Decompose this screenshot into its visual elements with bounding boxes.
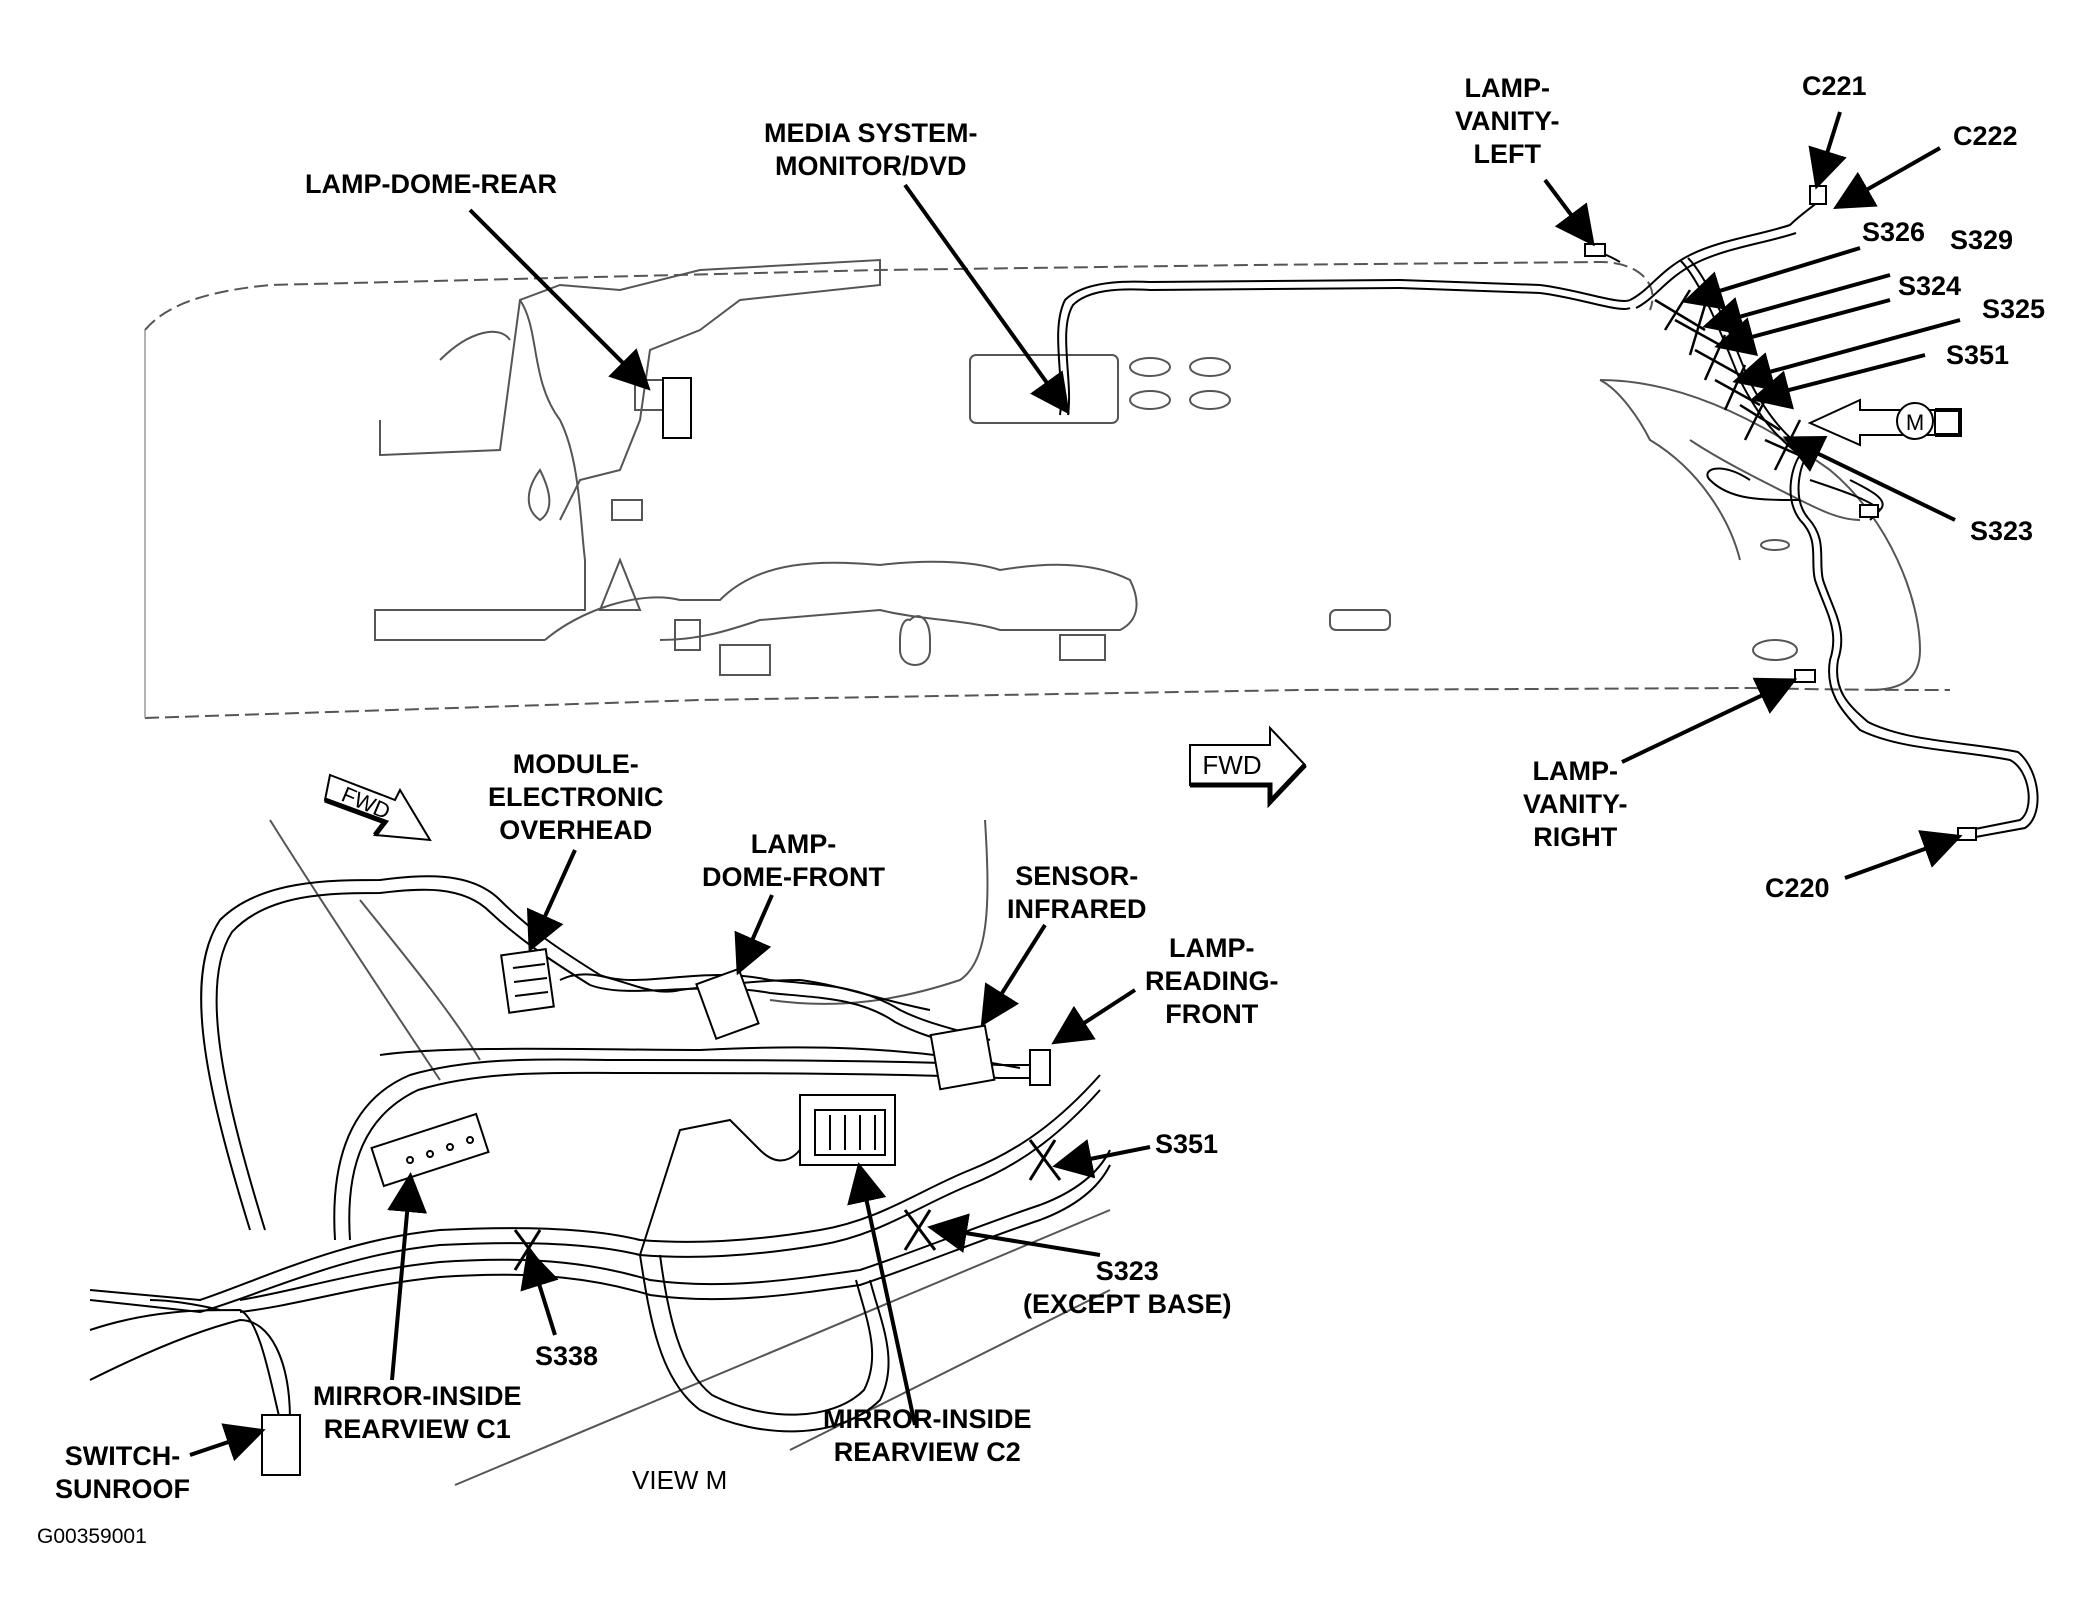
label-s324: S324 [1898, 271, 1962, 301]
top-harness [1057, 199, 2039, 839]
label-s338: S338 [535, 1341, 599, 1371]
label-switch-sunroof: SWITCH- SUNROOF [55, 1441, 190, 1504]
label-s323-except-base: S323 (EXCEPT BASE) [1023, 1256, 1232, 1319]
label-c221: C221 [1802, 71, 1867, 101]
label-lamp-dome-rear: LAMP-DOME-REAR [305, 169, 557, 199]
top-connectors [662, 185, 1977, 841]
label-s329: S329 [1950, 225, 2014, 255]
label-lamp-reading-front: LAMP- READING- FRONT [1145, 933, 1279, 1029]
fwd-label-top: FWD [1202, 750, 1261, 780]
headliner-outline [144, 260, 1951, 719]
label-mirror-inside-rearview-c1: MIRROR-INSIDE REARVIEW C1 [313, 1381, 522, 1444]
label-s351-view: S351 [1155, 1129, 1219, 1159]
view-marker-text: M [1906, 410, 1924, 435]
label-sensor-infrared: SENSOR- INFRARED [1007, 861, 1147, 924]
headliner-frame [374, 258, 1861, 676]
view-m-arrow [1807, 398, 1962, 447]
label-c222: C222 [1953, 121, 2018, 151]
label-lamp-vanity-right: LAMP- VANITY- RIGHT [1523, 756, 1628, 852]
view-m-harness [89, 875, 1111, 1433]
label-lamp-dome-front: LAMP- DOME-FRONT [702, 829, 885, 892]
label-s351-top: S351 [1946, 340, 2010, 370]
label-s325: S325 [1982, 294, 2046, 324]
leader-arrows [189, 111, 1963, 1462]
label-c220: C220 [1765, 873, 1830, 903]
label-module-electronic-overhead: MODULE- ELECTRONIC OVERHEAD [488, 749, 664, 845]
label-media-system-monitor-dvd: MEDIA SYSTEM- MONITOR/DVD [764, 118, 978, 181]
fwd-arrow-top [1189, 725, 1307, 809]
view-m-label: VIEW M [632, 1465, 728, 1495]
label-s323-top: S323 [1970, 516, 2034, 546]
fwd-arrow-view [323, 773, 432, 842]
label-lamp-vanity-left: LAMP- VANITY- LEFT [1455, 73, 1560, 169]
label-s326: S326 [1862, 217, 1926, 247]
figure-id: G00359001 [37, 1525, 147, 1548]
label-mirror-inside-rearview-c2: MIRROR-INSIDE REARVIEW C2 [823, 1404, 1032, 1467]
